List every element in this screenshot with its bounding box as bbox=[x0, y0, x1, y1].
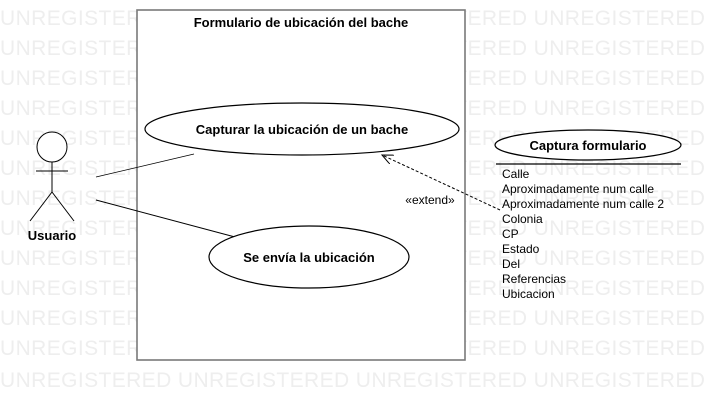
use-case-envia[interactable]: Se envía la ubicación bbox=[208, 225, 410, 289]
form-field: Del bbox=[502, 257, 520, 271]
use-case-ellipse bbox=[208, 225, 410, 289]
system-boundary[interactable]: Formulario de ubicación del bache bbox=[136, 9, 466, 361]
actor-usuario[interactable]: Usuario bbox=[28, 131, 76, 243]
form-field: CP bbox=[502, 227, 519, 241]
association-line-capturar[interactable] bbox=[95, 153, 195, 178]
form-field: Estado bbox=[502, 242, 540, 256]
extend-arrow[interactable] bbox=[382, 155, 501, 211]
use-case-ellipse bbox=[144, 102, 460, 156]
use-case-label: Se envía la ubicación bbox=[243, 250, 375, 265]
form-field: Referencias bbox=[502, 272, 566, 286]
use-case-capturar[interactable]: Capturar la ubicación de un bache bbox=[144, 102, 460, 156]
actor-head-icon bbox=[36, 131, 68, 163]
association-line-envia[interactable] bbox=[95, 199, 236, 238]
form-field: Aproximadamente num calle bbox=[502, 182, 654, 196]
form-field: Aproximadamente num calle 2 bbox=[502, 197, 664, 211]
form-field: Ubicacion bbox=[502, 287, 555, 301]
system-boundary-rect bbox=[136, 9, 466, 361]
extend-stereotype: «extend» bbox=[405, 193, 455, 207]
actor-name: Usuario bbox=[28, 228, 76, 243]
use-case-label: Capturar la ubicación de un bache bbox=[196, 122, 408, 137]
form-field: Colonia bbox=[502, 212, 543, 226]
form-class-title: Captura formulario bbox=[529, 138, 646, 153]
form-class-captura[interactable]: Captura formulario Calle Aproximadamente… bbox=[494, 129, 682, 301]
form-class-ellipse bbox=[494, 129, 682, 161]
actor-right-leg bbox=[51, 191, 75, 222]
system-title: Formulario de ubicación del bache bbox=[194, 15, 409, 30]
actor-left-leg bbox=[29, 191, 53, 222]
form-field: Calle bbox=[502, 167, 530, 181]
